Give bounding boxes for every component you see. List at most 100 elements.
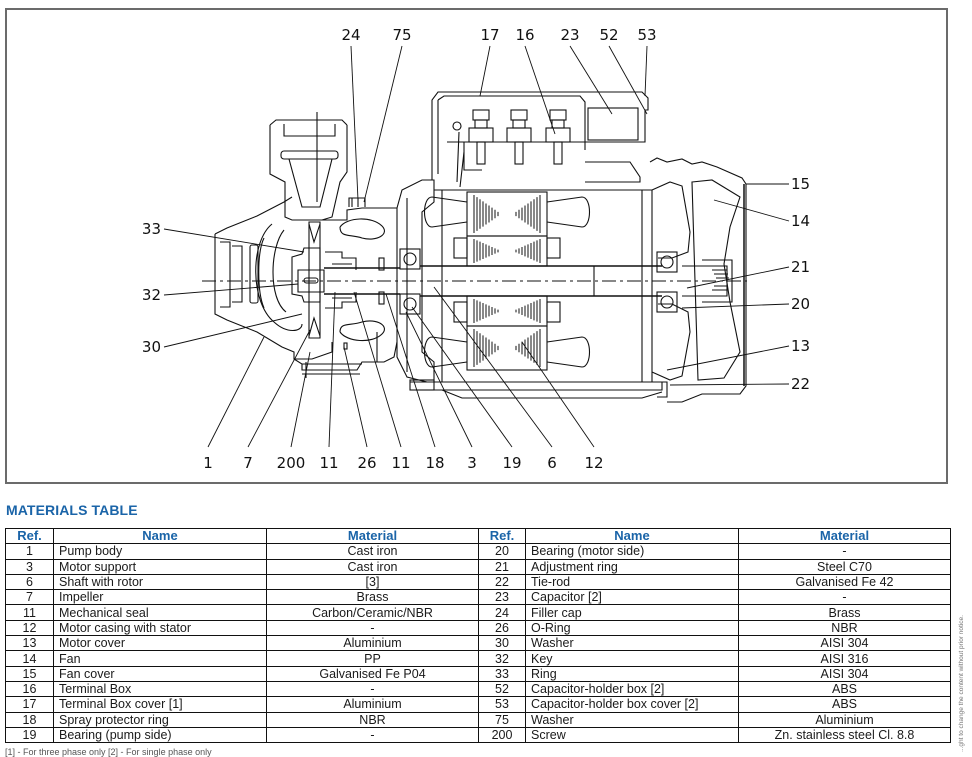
leader-line [433, 286, 553, 448]
part-ref: 21 [478, 558, 526, 575]
leader-line [353, 291, 402, 448]
part-material: Cast iron [266, 558, 479, 575]
leader-line [521, 341, 595, 448]
callout-label: 22 [791, 375, 810, 393]
callout-label: 26 [357, 454, 376, 472]
leader-line [163, 283, 299, 296]
part-material: Aluminium [738, 711, 951, 728]
part-material: - [738, 589, 951, 606]
col-header-name-2: Name [525, 527, 739, 545]
part-material: NBR [738, 619, 951, 637]
part-ref: 11 [5, 604, 54, 621]
part-ref: 3 [5, 558, 54, 575]
leader-line [363, 45, 403, 203]
leader-line [713, 199, 790, 222]
callout-label: 14 [791, 212, 810, 230]
leader-line [669, 383, 790, 386]
part-name: Bearing (motor side) [525, 543, 739, 560]
callout-label: 1 [203, 454, 213, 472]
pump-cross-section-drawing: 2475171623525333323015142120132217200112… [142, 26, 810, 472]
callout-label: 32 [142, 286, 161, 304]
callout-label: 75 [392, 26, 411, 44]
part-name: Capacitor [2] [525, 589, 739, 606]
callout-label: 3 [467, 454, 477, 472]
part-name: Capacitor-holder box cover [2] [525, 696, 739, 713]
part-material: ABS [738, 680, 951, 698]
part-ref: 33 [478, 665, 526, 682]
part-material: NBR [266, 711, 479, 728]
part-name: O-Ring [525, 619, 739, 637]
part-name: Fan cover [53, 665, 267, 682]
leader-line [247, 329, 311, 448]
part-ref: 17 [5, 696, 54, 713]
leader-line [405, 311, 473, 448]
part-ref: 18 [5, 711, 54, 728]
callout-label: 30 [142, 338, 161, 356]
part-name: Tie-rod [525, 573, 739, 591]
part-ref: 6 [5, 573, 54, 591]
callout-label: 13 [791, 337, 810, 355]
part-material: Brass [266, 589, 479, 606]
leader-line [479, 45, 491, 97]
table-header-row: Ref. Name Material Ref. Name Material [5, 527, 951, 545]
part-material: ABS [738, 696, 951, 713]
part-name: Shaft with rotor [53, 573, 267, 591]
pump-body [214, 112, 434, 378]
part-ref: 15 [5, 665, 54, 682]
callout-label: 6 [547, 454, 557, 472]
callout-label: 17 [480, 26, 499, 44]
part-material: Carbon/Ceramic/NBR [266, 604, 479, 621]
footnote: [1] - For three phase only [2] - For sin… [5, 747, 212, 757]
leader-line [328, 291, 336, 448]
callout-label: 11 [319, 454, 338, 472]
part-name: Ring [525, 665, 739, 682]
leader-line [343, 346, 368, 448]
callout-label: 33 [142, 220, 161, 238]
leader-line [569, 45, 613, 115]
motor-casing [410, 189, 663, 399]
leader-line [644, 45, 648, 97]
callout-label: 24 [341, 26, 360, 44]
part-name: Terminal Box [53, 680, 267, 698]
part-ref: 52 [478, 680, 526, 698]
part-name: Motor cover [53, 635, 267, 652]
leader-line [163, 228, 305, 253]
leader-line [681, 303, 790, 309]
part-material: PP [266, 650, 479, 667]
part-ref: 16 [5, 680, 54, 698]
part-ref: 200 [478, 726, 526, 744]
part-material: Steel C70 [738, 558, 951, 575]
leader-line [207, 336, 265, 448]
part-ref: 22 [478, 573, 526, 591]
part-name: Bearing (pump side) [53, 726, 267, 744]
part-ref: 14 [5, 650, 54, 667]
part-ref: 26 [478, 619, 526, 637]
part-material: Cast iron [266, 543, 479, 560]
part-name: Motor casing with stator [53, 619, 267, 637]
col-header-material: Material [266, 527, 479, 545]
part-material: AISI 304 [738, 665, 951, 682]
part-ref: 32 [478, 650, 526, 667]
leader-line [608, 45, 648, 115]
part-ref: 23 [478, 589, 526, 606]
leader-line [385, 293, 436, 448]
part-ref: 53 [478, 696, 526, 713]
leader-line [411, 306, 513, 448]
side-notice: ...ght to change the content without pri… [958, 615, 965, 752]
fan-assembly [649, 157, 747, 403]
callout-label: 20 [791, 295, 810, 313]
callout-label: 11 [391, 454, 410, 472]
col-header-ref-2: Ref. [478, 527, 526, 545]
